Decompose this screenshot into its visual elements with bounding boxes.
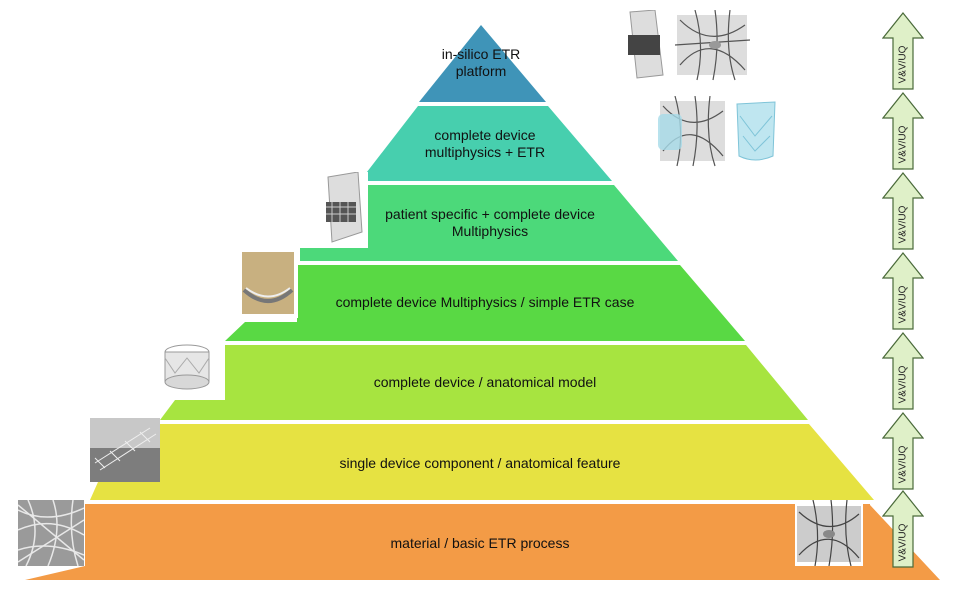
valve-stent-image: [160, 338, 214, 396]
vv-uq-label: V&V/UQ: [897, 45, 909, 83]
layer-7-label: material / basic ETR process: [390, 535, 570, 551]
fiber-mesh-image: [18, 500, 84, 566]
layer-1-shape: [419, 25, 546, 102]
vv-uq-label: V&V/UQ: [897, 125, 909, 163]
vv-uq-arrow: V&V/UQ: [881, 12, 925, 90]
tissue-scaffold-image: [795, 500, 863, 566]
device-tissue-images-middle: [655, 96, 785, 168]
layer-5-shape: [160, 345, 808, 420]
anatomical-valve-image: [238, 250, 298, 318]
stent-component-image: [90, 418, 160, 482]
layer-3-shape: [300, 185, 678, 261]
vv-uq-arrow: V&V/UQ: [881, 172, 925, 250]
layer-4-label: complete device Multiphysics / simple ET…: [335, 294, 635, 310]
layer-6-shape: [90, 424, 874, 500]
vv-uq-arrow: V&V/UQ: [881, 332, 925, 410]
layer-7-shape: [25, 504, 940, 580]
vv-uq-arrow: V&V/UQ: [881, 252, 925, 330]
vv-uq-label: V&V/UQ: [897, 523, 909, 561]
vv-uq-arrow: V&V/UQ: [881, 412, 925, 490]
vv-uq-arrow: V&V/UQ: [881, 490, 925, 568]
vv-uq-label: V&V/UQ: [897, 365, 909, 403]
vv-uq-arrow: V&V/UQ: [881, 92, 925, 170]
device-tissue-images-top: [625, 10, 775, 82]
layer-6-label: single device component / anatomical fea…: [339, 455, 621, 471]
layer-5-label: complete device / anatomical model: [373, 374, 597, 390]
layer-2-shape: [360, 106, 612, 181]
vv-uq-label: V&V/UQ: [897, 445, 909, 483]
patient-device-image: [318, 172, 368, 248]
vv-uq-label: V&V/UQ: [897, 285, 909, 323]
layer-4-shape: [225, 265, 745, 341]
vv-uq-label: V&V/UQ: [897, 205, 909, 243]
